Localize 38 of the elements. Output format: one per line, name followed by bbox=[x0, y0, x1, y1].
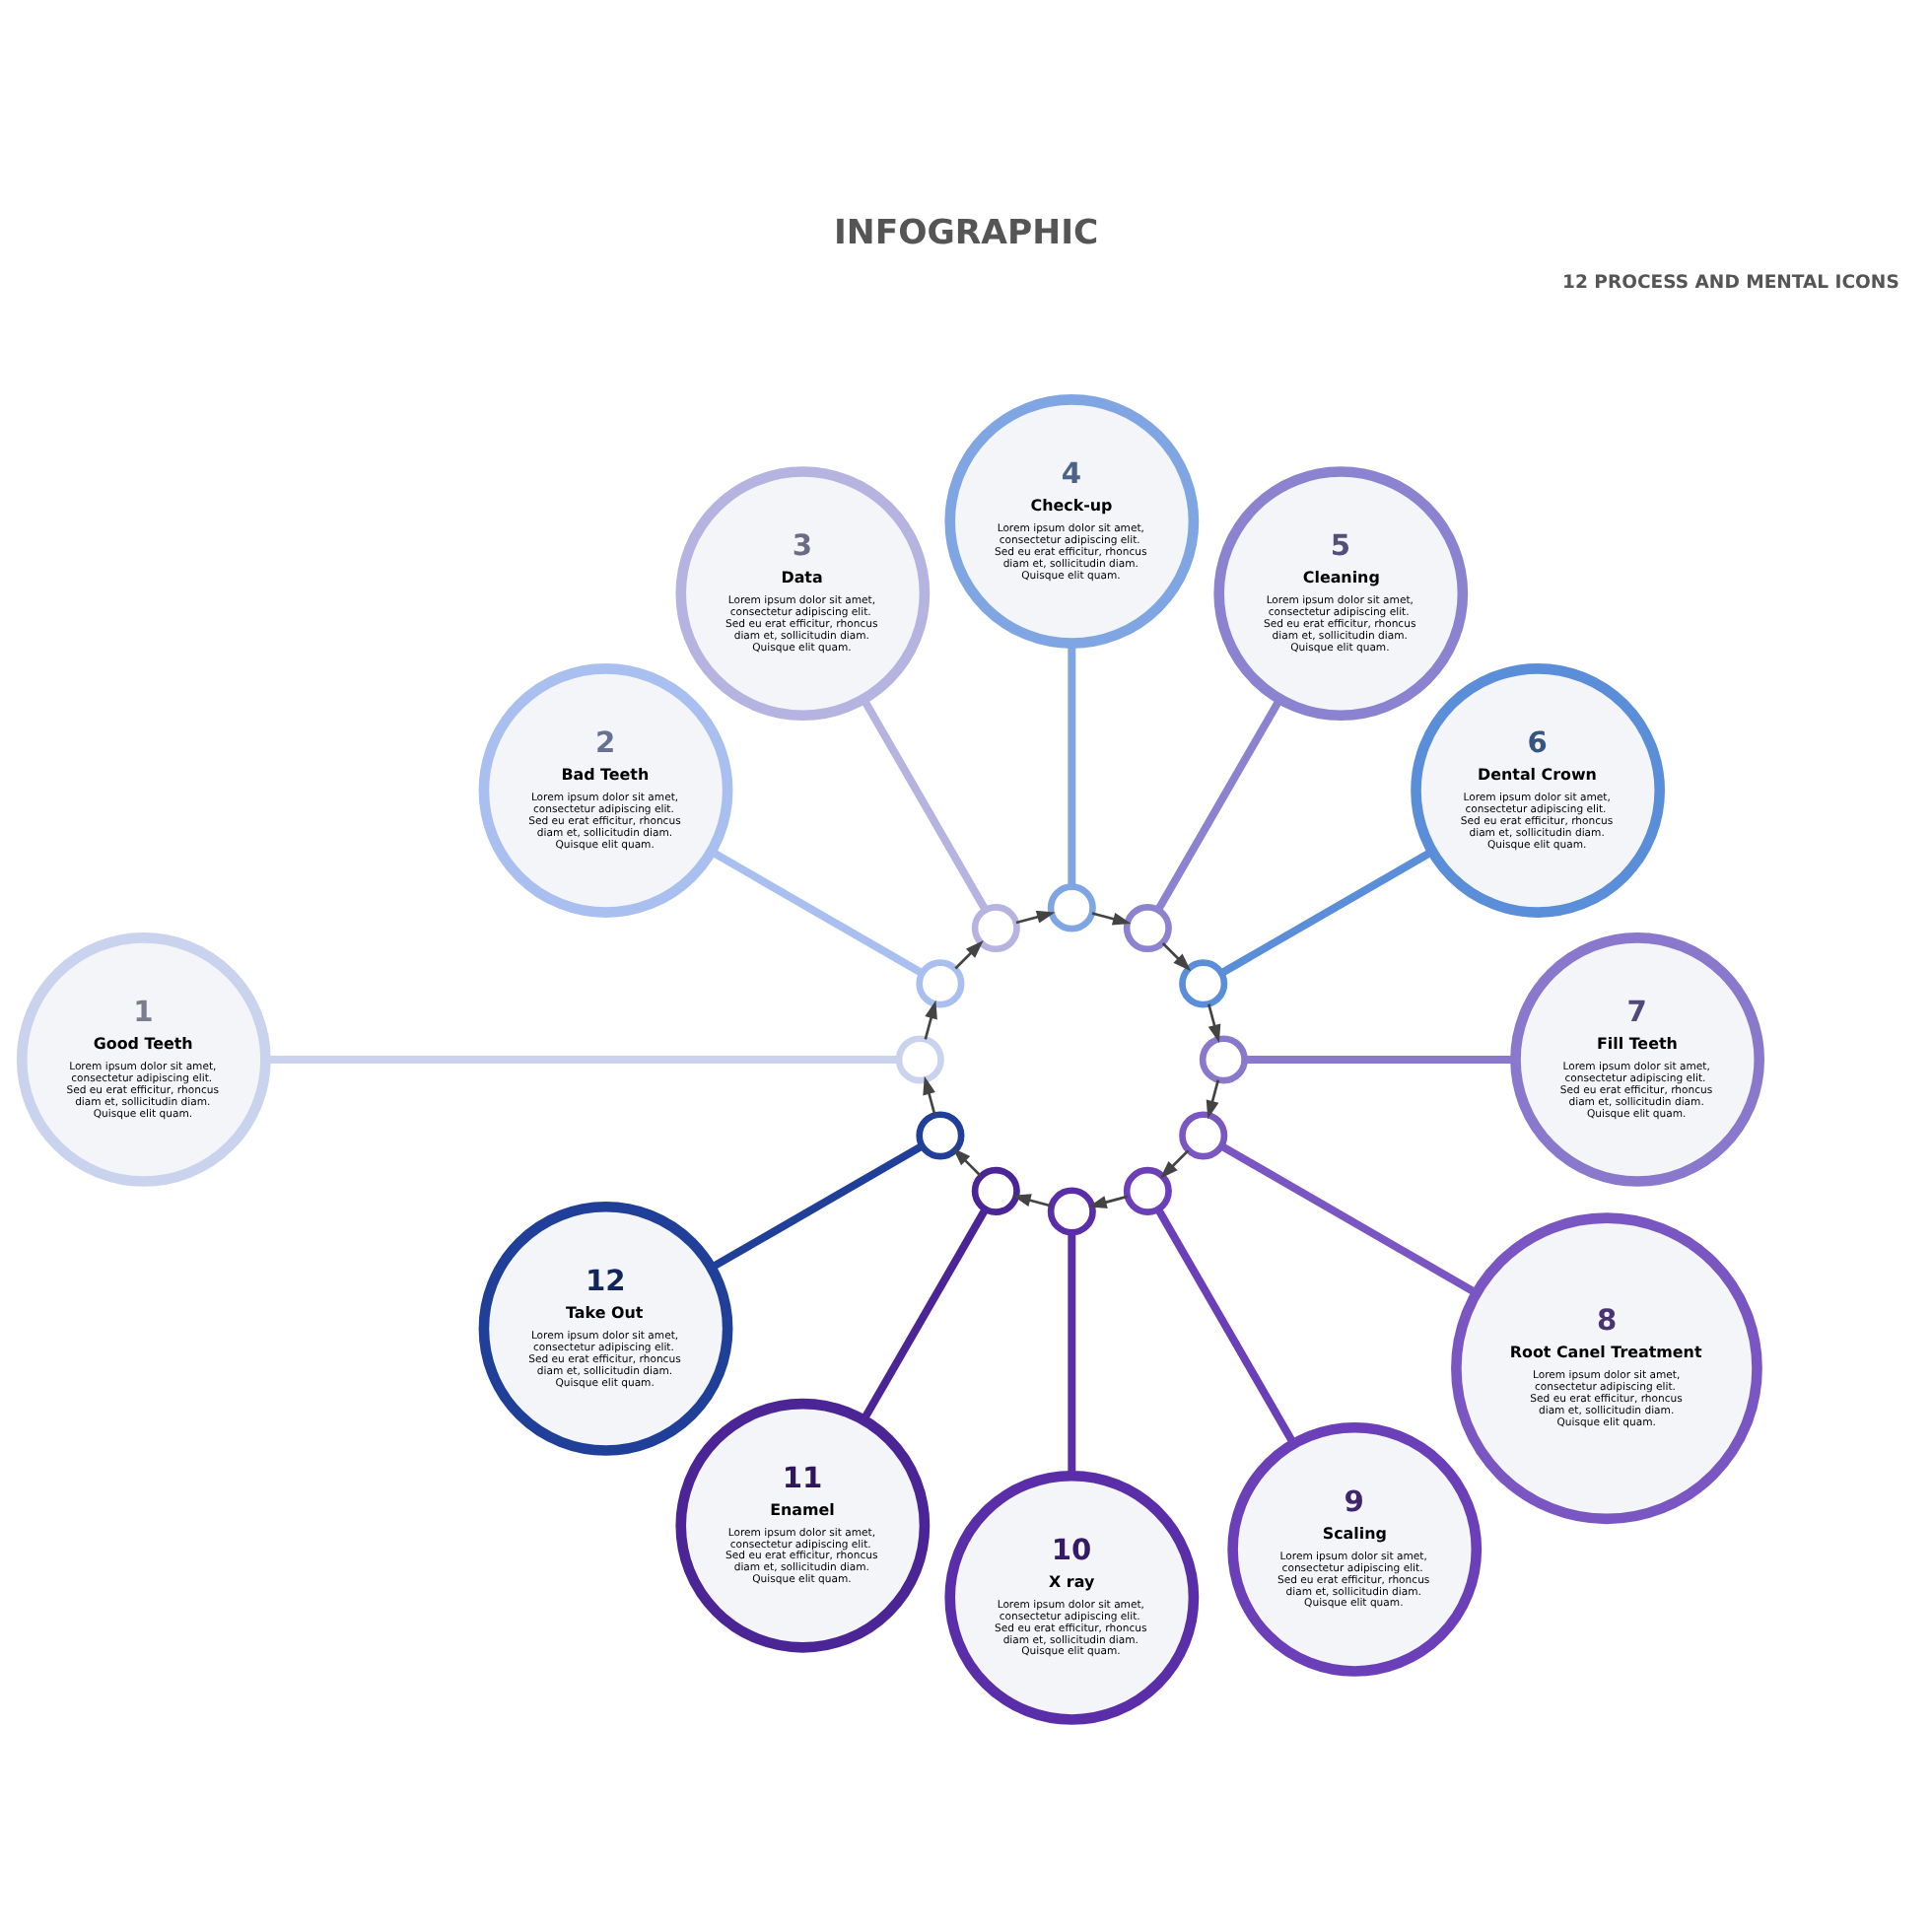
node-circle bbox=[1179, 1111, 1228, 1160]
node-circle bbox=[1047, 1187, 1096, 1236]
arrow bbox=[1088, 1195, 1129, 1208]
connector bbox=[1219, 1142, 1479, 1296]
arrow bbox=[1159, 1149, 1190, 1179]
node-circle bbox=[971, 904, 1020, 953]
node-circle bbox=[971, 1166, 1020, 1215]
label: 12 PROCESS AND MENTAL ICONS bbox=[1562, 271, 1899, 294]
node-circle bbox=[1179, 959, 1228, 1008]
node-circle bbox=[916, 1111, 965, 1160]
connector bbox=[1068, 1232, 1076, 1476]
node-circle bbox=[1123, 1166, 1172, 1215]
arrow bbox=[923, 1075, 936, 1116]
connector bbox=[1068, 644, 1076, 887]
node-circle bbox=[1047, 883, 1096, 932]
connector bbox=[709, 848, 925, 977]
connector bbox=[1154, 1208, 1297, 1446]
node-circle bbox=[1199, 1035, 1248, 1084]
connector bbox=[1154, 697, 1283, 913]
diagram-title: INFOGRAPHIC bbox=[834, 213, 1099, 253]
node-circle bbox=[895, 1035, 944, 1084]
connector bbox=[1244, 1055, 1515, 1064]
connector bbox=[860, 1207, 990, 1422]
connector bbox=[709, 1142, 925, 1272]
node-circle bbox=[1123, 904, 1172, 953]
connector bbox=[860, 697, 990, 913]
arrow bbox=[1091, 912, 1132, 926]
connector bbox=[265, 1055, 899, 1064]
arrow bbox=[1161, 942, 1192, 972]
arrow bbox=[924, 1000, 937, 1040]
arrow bbox=[1015, 910, 1056, 925]
arrow bbox=[1208, 1003, 1221, 1044]
arrow bbox=[954, 940, 984, 970]
node-circle bbox=[916, 959, 965, 1008]
arrow bbox=[1012, 1194, 1053, 1208]
arrow bbox=[1206, 1079, 1220, 1120]
arrow bbox=[952, 1147, 982, 1177]
connector bbox=[1219, 848, 1434, 977]
